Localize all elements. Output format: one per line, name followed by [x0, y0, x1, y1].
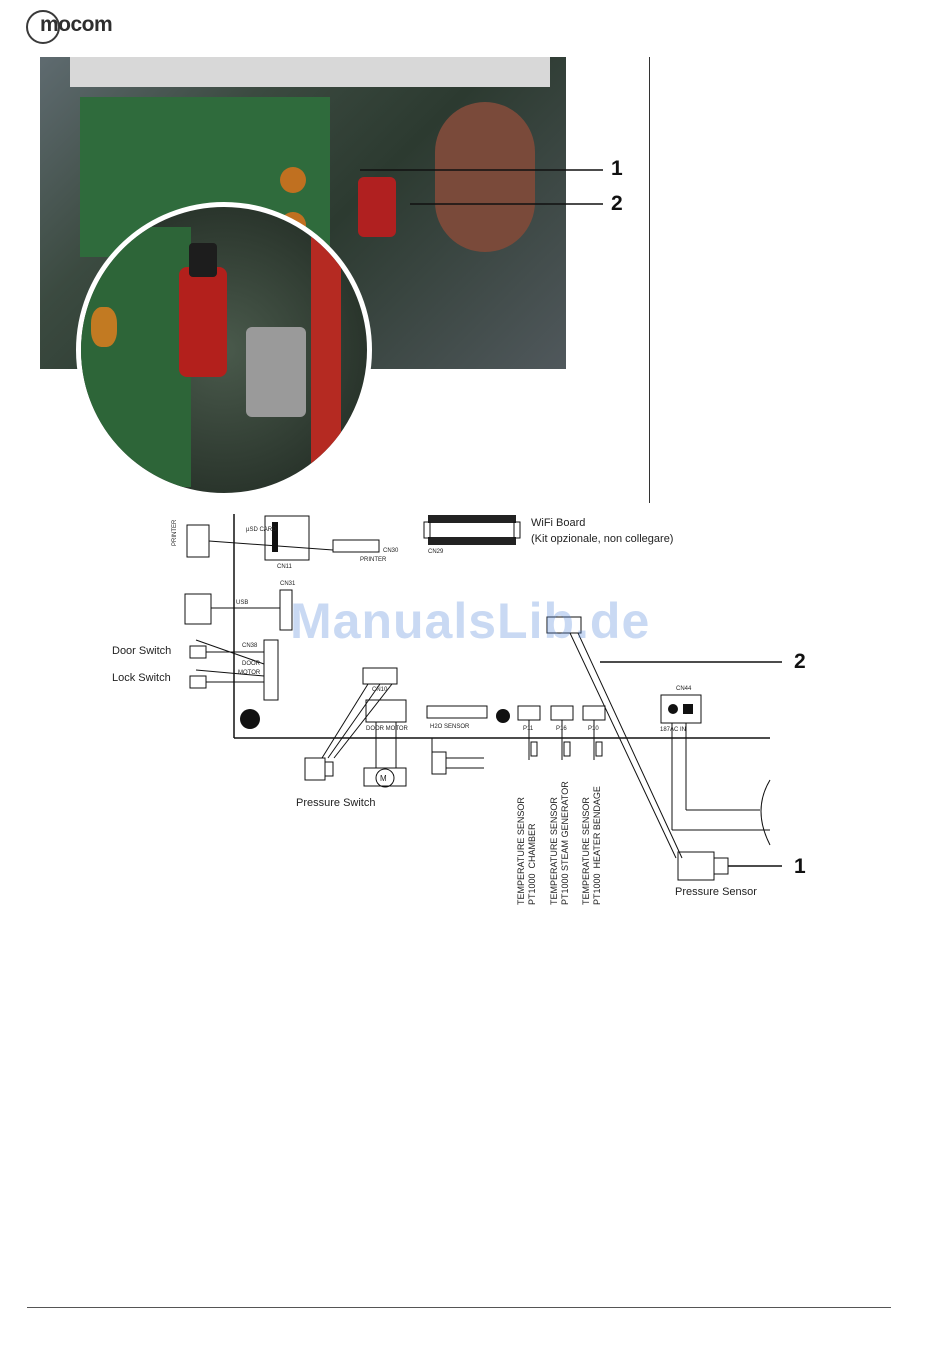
motor-pin-label: MOTOR — [238, 670, 261, 676]
inductor — [280, 167, 306, 193]
p11-connector — [517, 705, 541, 721]
connector-part — [246, 327, 306, 417]
door-switch-label: Door Switch — [112, 645, 172, 657]
mocom-logo: mocom — [26, 10, 136, 46]
zoom-inset-photo — [76, 202, 372, 498]
usd-card-slot — [264, 515, 310, 561]
pressure-sensor-label: Pressure Sensor — [675, 886, 757, 898]
sensor-label-steam-generator: TEMPERATURE SENSOR PT1000 STEAM GENERATO… — [549, 781, 570, 905]
cn44-pin — [683, 704, 693, 714]
pressure-sensor-part — [179, 267, 227, 377]
printer-connector-label: PRINTER — [360, 557, 387, 563]
cn10-label: CN10 — [372, 687, 388, 693]
door-switch-box — [189, 645, 207, 659]
cn31-connector — [279, 589, 293, 631]
mounting-hole — [496, 709, 510, 723]
watermark: ManualsLib.de — [290, 593, 651, 649]
cn44-connector — [660, 694, 702, 724]
ac-in-label: 187AC IN — [660, 727, 687, 733]
callout-number-1: 1 — [611, 157, 623, 180]
pswitch-wire-c — [333, 683, 393, 759]
usd-card-label: µSD CARD — [246, 527, 277, 533]
chamber-arc — [760, 779, 771, 846]
door-wire-2 — [195, 639, 265, 665]
mounting-hole — [240, 709, 260, 729]
cn44-pin — [668, 704, 678, 714]
inductor — [91, 307, 117, 347]
pressure-sensor-connector — [546, 616, 582, 634]
cn29-connector-top — [428, 515, 516, 523]
sensor-wire-b — [577, 632, 683, 859]
usb-label: USB — [236, 600, 249, 606]
h2o-sensor-connector — [426, 705, 488, 719]
cn30-connector — [332, 539, 380, 553]
pressure-sensor-body — [677, 851, 715, 881]
top-panel — [70, 57, 550, 87]
cn44-label: CN44 — [676, 686, 692, 692]
mocom-logo-icon — [26, 10, 60, 44]
p16-connector — [550, 705, 574, 721]
p10-connector — [582, 705, 606, 721]
p10-label: P10 — [588, 726, 599, 732]
cn38-label: CN38 — [242, 643, 258, 649]
cn29-bracket-left — [423, 521, 431, 539]
circuit-board-photo — [40, 57, 566, 369]
footer-rule — [27, 1307, 891, 1308]
pressure-sensor-part — [358, 177, 396, 237]
column-divider — [649, 57, 650, 503]
lock-wire-2 — [195, 669, 265, 677]
cn29-label: CN29 — [428, 549, 444, 555]
sensor-cap — [189, 243, 217, 277]
callout-number-2: 2 — [611, 192, 623, 215]
callout-number-2: 2 — [794, 650, 806, 673]
cn31-label: CN31 — [280, 581, 296, 587]
transformer — [435, 102, 535, 252]
pressure-sensor-nozzle — [713, 857, 729, 875]
printer-wire — [208, 540, 334, 551]
usd-card-contact — [272, 522, 278, 552]
usb-port-box — [184, 593, 212, 625]
pressure-switch-body — [304, 757, 326, 781]
door-motor-connector — [365, 699, 407, 723]
pcb-area — [81, 227, 191, 487]
cn11-label: CN11 — [277, 564, 292, 570]
h2o-sensor-body — [431, 751, 447, 775]
p16-sensor — [563, 741, 571, 757]
lock-switch-label: Lock Switch — [112, 672, 171, 684]
printer-box — [186, 524, 210, 558]
pswitch-wire-a — [321, 683, 369, 759]
logo-text: mocom — [40, 13, 113, 36]
p11-sensor — [530, 741, 538, 757]
pressure-switch-label: Pressure Switch — [296, 797, 376, 809]
cn29-connector-bottom — [428, 537, 516, 545]
door-pin-label: DOOR — [242, 661, 260, 667]
cn10-connector — [362, 667, 398, 685]
motor-symbol: M — [380, 774, 387, 783]
cn30-label: CN30 — [383, 548, 399, 554]
pressure-switch-nozzle — [324, 761, 334, 777]
red-hose — [311, 227, 341, 477]
p10-sensor — [595, 741, 603, 757]
sensor-label-chamber: TEMPERATURE SENSOR PT1000 CHAMBER — [516, 797, 537, 905]
p11-label: P11 — [523, 726, 534, 732]
p16-label: P16 — [556, 726, 567, 732]
h2o-sensor-label: H2O SENSOR — [430, 724, 470, 730]
printer-label: PRINTER — [172, 519, 178, 546]
callout-number-1: 1 — [794, 855, 806, 878]
motor-icon — [375, 768, 395, 788]
motor-body — [363, 767, 407, 787]
wifi-board-title: WiFi Board — [531, 517, 586, 529]
lock-switch-box — [189, 675, 207, 689]
sensor-label-heater-bendage: TEMPERATURE SENSOR PT1000 HEATER BENDAGE — [581, 786, 602, 905]
door-motor-label: DOOR MOTOR — [366, 726, 408, 732]
pswitch-wire-b — [327, 683, 381, 759]
sensor-wire-a — [569, 632, 677, 859]
cn38-connector — [263, 639, 279, 701]
cn29-bracket-right — [513, 521, 521, 539]
wifi-board-note: (Kit opzionale, non collegare) — [531, 533, 674, 545]
